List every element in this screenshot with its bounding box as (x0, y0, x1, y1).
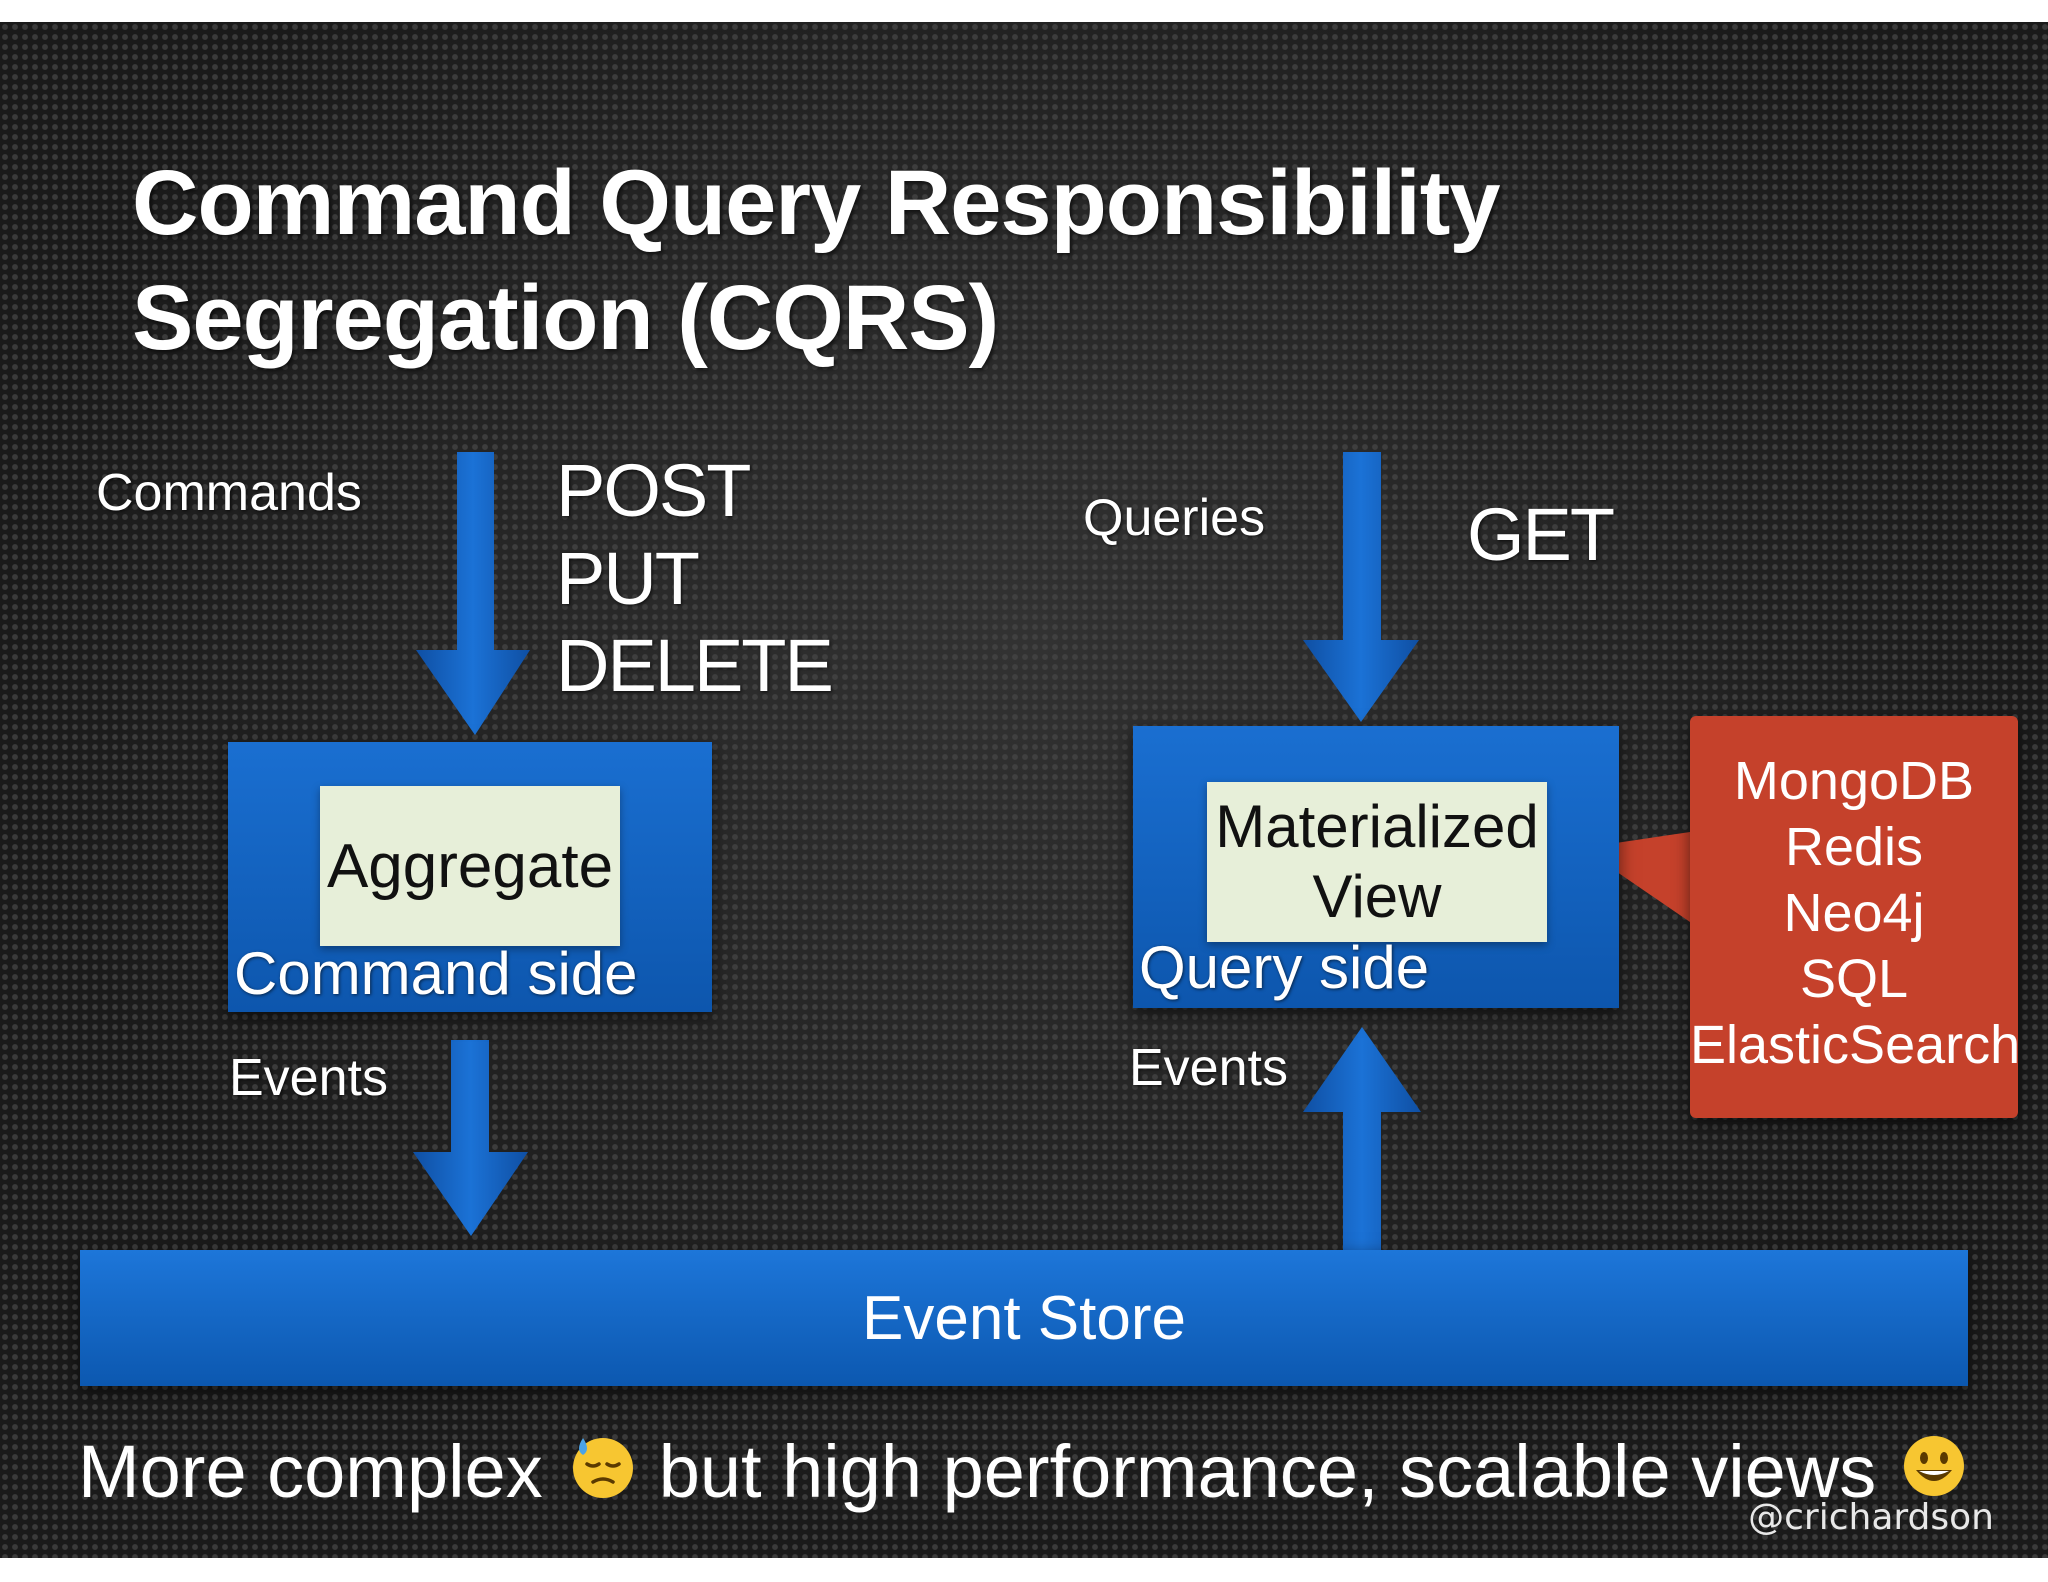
command-side-label: Command side (234, 940, 638, 1007)
downcast-sweat-face-icon (569, 1432, 637, 1512)
query-side-box: Materialized View Query side (1133, 726, 1619, 1008)
slide-title-line-1: Command Query Responsibility (132, 152, 1501, 254)
slide: Command Query Responsibility Segregation… (0, 22, 2048, 1558)
query-events-label: Events (1129, 1039, 1288, 1097)
materialized-view-label-line-2: View (1312, 863, 1442, 930)
verb-post: POST (556, 449, 751, 532)
verb-get: GET (1467, 493, 1615, 576)
event-store-label: Event Store (862, 1283, 1186, 1353)
database-item-neo4j: Neo4j (1783, 883, 1925, 943)
database-item-elasticsearch: ElasticSearch (1690, 1015, 2021, 1075)
command-events-arrow-icon (413, 1040, 528, 1236)
database-item-redis: Redis (1784, 817, 1924, 877)
queries-label: Queries (1083, 489, 1266, 547)
database-options-callout: MongoDB Redis Neo4j SQL ElasticSearch (1690, 716, 2021, 1118)
footer-text-before: More complex (78, 1430, 543, 1513)
verb-delete: DELETE (556, 624, 834, 707)
verb-put: PUT (556, 537, 700, 620)
footer-caption: More complex but high performance, scala… (78, 1432, 1968, 1512)
aggregate-box: Aggregate (320, 786, 620, 946)
slide-title-line-2: Segregation (CQRS) (132, 267, 999, 369)
queries-arrow-icon (1303, 452, 1419, 722)
grinning-face-icon (1900, 1432, 1968, 1512)
database-item-mongodb: MongoDB (1733, 751, 1975, 811)
commands-arrow-icon (416, 452, 530, 735)
query-events-arrow-icon (1303, 1027, 1421, 1250)
materialized-view-label-line-1: Materialized (1215, 793, 1539, 860)
command-side-box: Aggregate Command side (228, 742, 712, 1012)
query-side-label: Query side (1139, 934, 1430, 1001)
database-item-sql: SQL (1799, 949, 1909, 1009)
footer-text-after: but high performance, scalable views (658, 1430, 1877, 1513)
aggregate-label: Aggregate (326, 831, 614, 901)
materialized-view-box: Materialized View (1207, 782, 1547, 942)
commands-label: Commands (96, 464, 362, 522)
arrows-layer (413, 452, 1690, 1250)
author-handle: @crichardson (1748, 1497, 1994, 1538)
event-store-bar: Event Store (80, 1250, 1968, 1386)
command-events-label: Events (229, 1049, 388, 1107)
